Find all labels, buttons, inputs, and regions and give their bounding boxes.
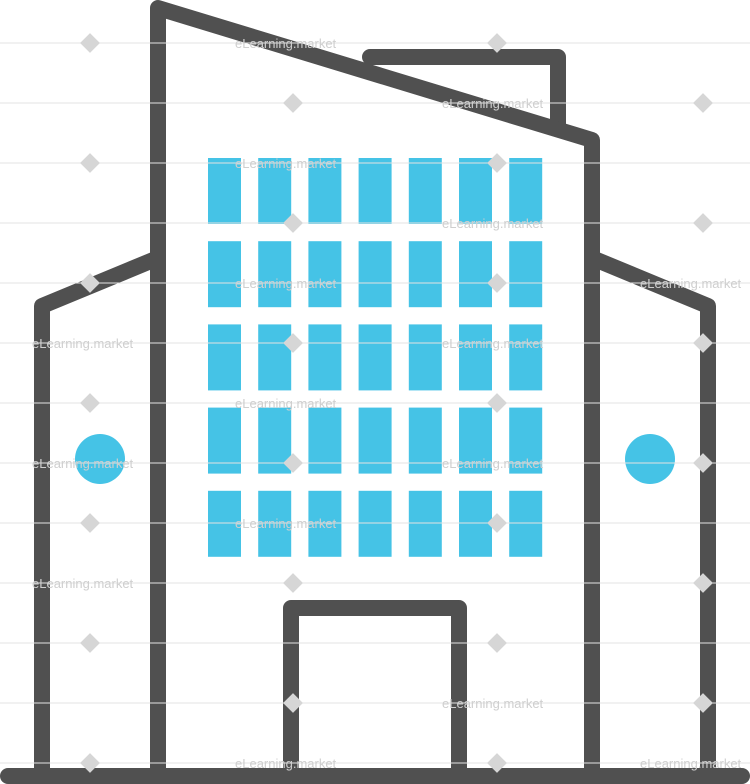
window-pane xyxy=(358,324,392,391)
watermark-text: eLearning.market xyxy=(442,96,544,111)
window-pane xyxy=(358,241,392,308)
watermark-diamond xyxy=(693,333,713,353)
watermark-diamond xyxy=(487,753,507,773)
watermark-layer: eLearning.market eLearning.market eLearnin… xyxy=(0,33,750,773)
right-wing xyxy=(584,250,716,784)
entrance-door xyxy=(283,600,467,784)
watermark-diamond xyxy=(693,213,713,233)
watermark-diamond xyxy=(80,393,100,413)
window-pane xyxy=(408,324,442,391)
window-pane xyxy=(358,490,392,557)
watermark-diamond xyxy=(283,693,303,713)
watermark-diamond xyxy=(693,453,713,473)
watermark-text: eLearning.market xyxy=(442,696,544,711)
watermark-text: eLearning.market xyxy=(32,456,134,471)
window-pane xyxy=(308,324,342,391)
window-pane xyxy=(258,324,292,391)
window-pane xyxy=(408,407,442,474)
watermark-diamond xyxy=(283,453,303,473)
watermark-diamond xyxy=(487,393,507,413)
watermark-diamond xyxy=(487,153,507,173)
window-pane xyxy=(459,324,492,391)
watermark-text: eLearning.market xyxy=(640,276,742,291)
window-pane xyxy=(208,324,241,391)
watermark-diamond xyxy=(80,273,100,293)
watermark-diamond xyxy=(80,33,100,53)
watermark-diamond xyxy=(693,93,713,113)
window-pane xyxy=(509,490,543,557)
watermark-text: eLearning.market xyxy=(442,336,544,351)
watermark-diamond xyxy=(80,633,100,653)
window-pane xyxy=(308,407,342,474)
watermark-text: eLearning.market xyxy=(235,756,337,771)
window-pane xyxy=(509,324,543,391)
watermark-text: eLearning.market xyxy=(235,276,337,291)
watermark-diamond xyxy=(693,693,713,713)
watermark-text: eLearning.market xyxy=(640,756,742,771)
watermark-text: eLearning.market xyxy=(32,336,134,351)
window-pane xyxy=(208,241,241,308)
window-pane xyxy=(408,490,442,557)
left-wing xyxy=(34,250,166,784)
window-pane xyxy=(258,490,292,557)
watermark-text: eLearning.market xyxy=(32,576,134,591)
window-pane xyxy=(208,490,241,557)
window-pane xyxy=(308,490,342,557)
watermark-diamond xyxy=(283,573,303,593)
window-pane xyxy=(459,490,492,557)
window-pane xyxy=(208,158,241,224)
left-porthole xyxy=(75,434,125,484)
window-pane xyxy=(208,407,241,474)
right-porthole xyxy=(625,434,675,484)
window-pane xyxy=(358,407,392,474)
window-grid xyxy=(208,158,543,557)
window-pane xyxy=(408,241,442,308)
window-pane xyxy=(308,241,342,308)
window-pane xyxy=(408,158,442,224)
watermark-text: eLearning.market xyxy=(235,396,337,411)
watermark-diamond xyxy=(487,33,507,53)
watermark-text: eLearning.market xyxy=(235,36,337,51)
watermark-text: eLearning.market xyxy=(235,156,337,171)
window-pane xyxy=(509,158,543,224)
window-pane xyxy=(358,158,392,224)
watermark-diamond xyxy=(80,153,100,173)
window-pane xyxy=(258,158,292,224)
watermark-text: eLearning.market xyxy=(442,216,544,231)
watermark-diamond xyxy=(283,213,303,233)
watermark-diamond xyxy=(487,633,507,653)
watermark-diamond xyxy=(487,513,507,533)
window-pane xyxy=(509,241,543,308)
watermark-diamond xyxy=(693,573,713,593)
window-pane xyxy=(459,241,492,308)
watermark-text: eLearning.market xyxy=(235,516,337,531)
watermark-text: eLearning.market xyxy=(442,456,544,471)
watermark-diamond xyxy=(283,333,303,353)
window-pane xyxy=(308,158,342,224)
watermark-diamond xyxy=(283,93,303,113)
watermark-diamond xyxy=(487,273,507,293)
window-pane xyxy=(258,241,292,308)
window-pane xyxy=(459,158,492,224)
